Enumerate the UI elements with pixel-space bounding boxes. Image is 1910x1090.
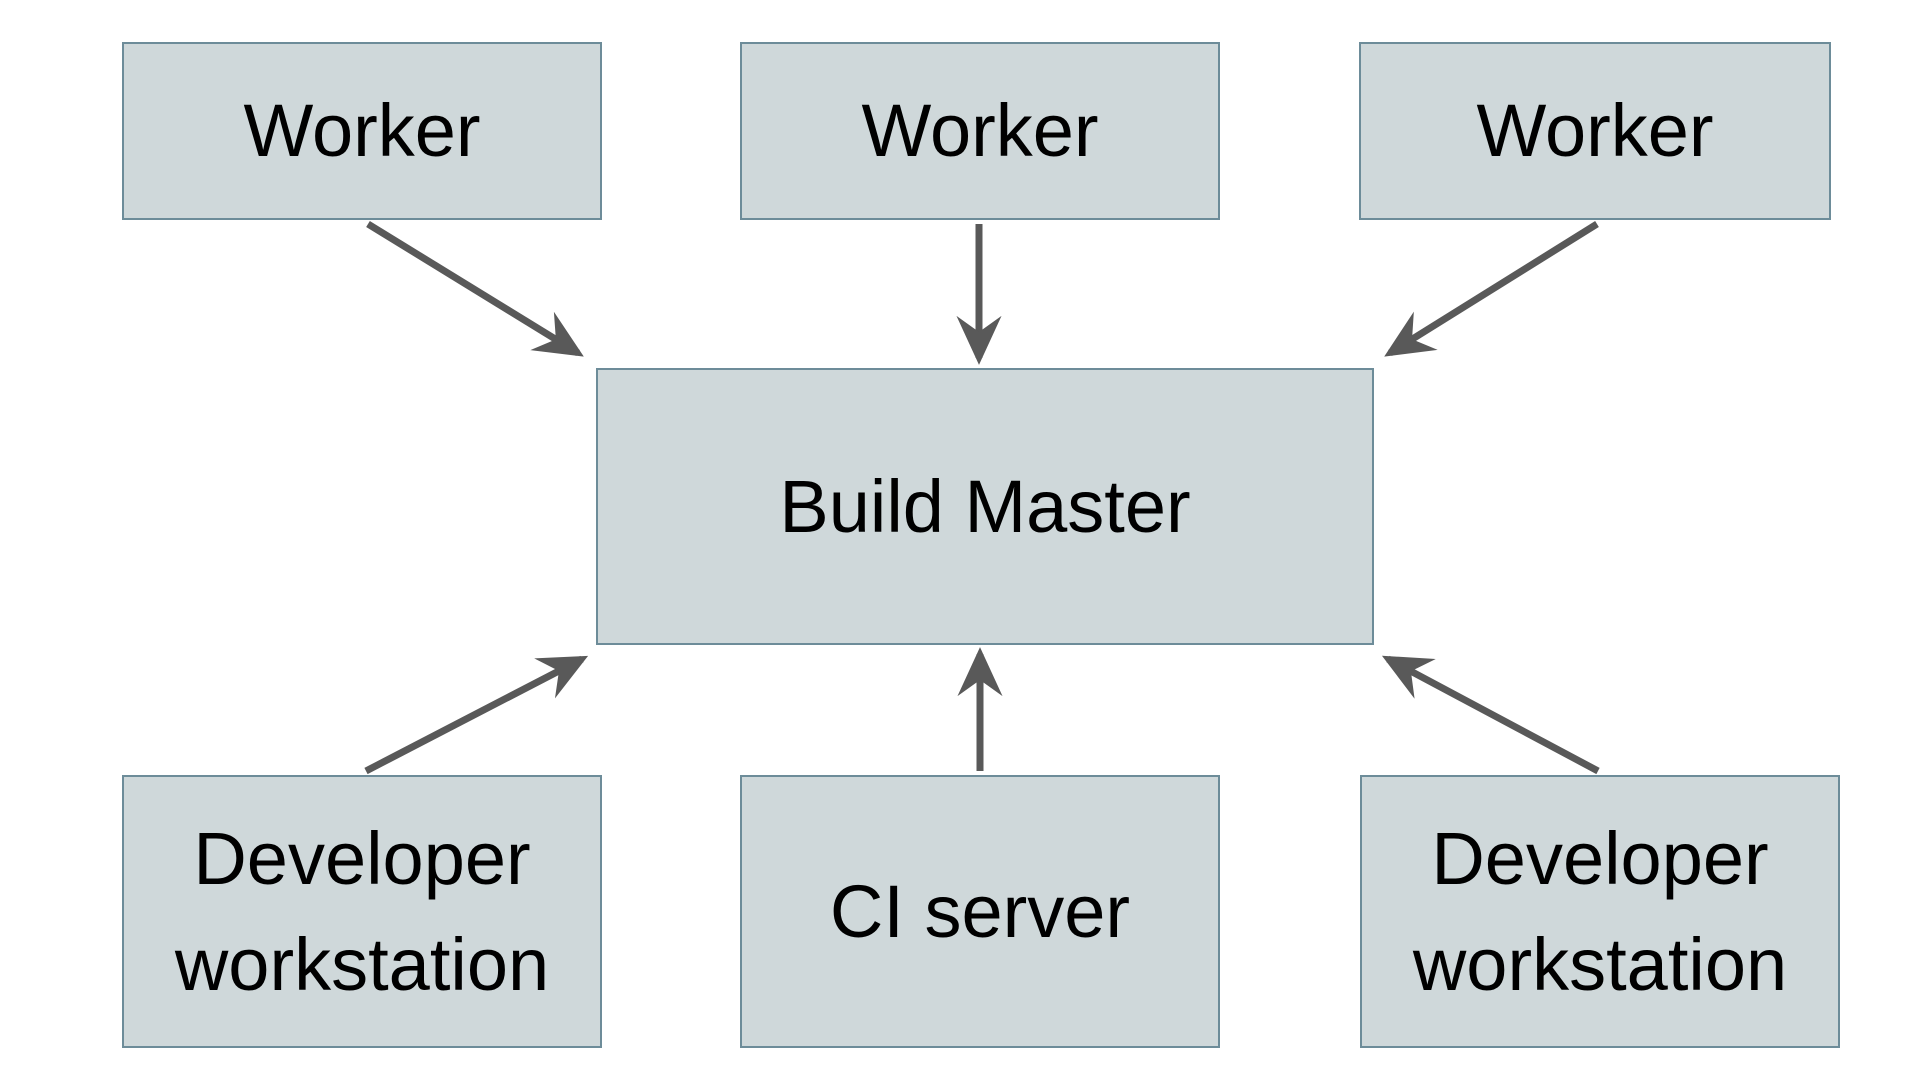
node-ci-server-label: CI server [829,869,1131,953]
arrow-worker-left-to-build-master [366,221,584,357]
arrow-dev-left-to-build-master [364,655,589,775]
node-build-master: Build Master [596,368,1374,645]
node-worker-middle: Worker [740,42,1220,220]
node-developer-workstation-left: Developer workstation [122,775,602,1048]
arrow-dev-right-to-build-master [1381,655,1600,775]
node-worker-left-label: Worker [243,89,481,173]
arrow-worker-right-to-build-master [1384,221,1599,357]
node-developer-workstation-left-label: Developer workstation [174,817,550,1006]
node-worker-right: Worker [1359,42,1831,220]
node-worker-right-label: Worker [1476,89,1714,173]
node-build-master-label: Build Master [779,464,1191,548]
node-developer-workstation-right-label: Developer workstation [1412,817,1788,1006]
node-worker-left: Worker [122,42,602,220]
node-ci-server: CI server [740,775,1220,1048]
node-worker-middle-label: Worker [861,89,1099,173]
node-developer-workstation-right: Developer workstation [1360,775,1840,1048]
